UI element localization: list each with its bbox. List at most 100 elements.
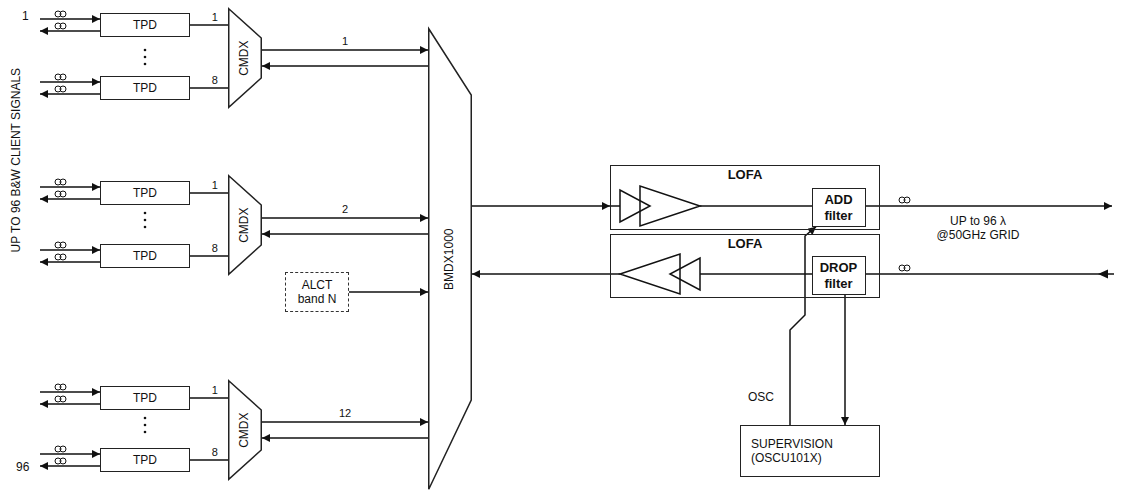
line-fiber <box>862 205 1112 207</box>
fiber-symbol <box>55 242 66 248</box>
fiber-symbol <box>55 191 66 197</box>
channel-mux: CMDX <box>228 8 262 108</box>
port-number: 1 <box>211 11 219 23</box>
port-number: 1 <box>341 35 349 47</box>
client-fiber-lines <box>40 198 100 200</box>
supervision-box: SUPERVISION (OSCU101X) <box>740 425 880 477</box>
client-fiber-lines <box>40 249 100 251</box>
node-text: TPD <box>133 249 157 263</box>
edge-label: 1 <box>211 175 219 193</box>
edge-label: 8 <box>211 238 219 256</box>
node-text: TPD <box>133 391 157 405</box>
fiber-symbol <box>55 11 910 464</box>
client-fiber-lines <box>40 186 100 188</box>
amplifier-unit: LOFADROP filter <box>610 234 880 298</box>
edge-label: 1 <box>341 31 349 49</box>
optional-box: ALCT band N <box>285 272 349 312</box>
client-fiber-lines <box>40 391 100 393</box>
node-text: TPD <box>133 81 157 95</box>
channel-number: 96 <box>16 460 29 474</box>
ellipsis-dots <box>144 417 147 420</box>
internal-signal-line <box>610 206 812 274</box>
trapezoid-outline <box>229 176 262 275</box>
transponder-box: TPD <box>100 448 190 472</box>
transponder-box: TPD <box>100 244 190 268</box>
fiber-symbol <box>55 11 66 17</box>
connector-line <box>472 205 610 207</box>
filter-box: ADD filter <box>812 188 866 227</box>
trapezoid-outline <box>229 9 262 108</box>
fiber-symbol <box>55 74 66 80</box>
transponder-box: TPD <box>100 13 190 37</box>
connector-line <box>190 87 228 89</box>
internal-signal-line <box>610 273 620 275</box>
connector-line <box>262 49 428 51</box>
connector-line <box>262 233 428 235</box>
connector-line <box>190 24 228 26</box>
ellipsis-dots <box>144 431 147 434</box>
channel-mux: CMDX <box>228 175 262 275</box>
fiber-symbol <box>55 23 66 29</box>
band-mux: BMDX1000 <box>428 28 472 490</box>
client-fiber-lines <box>40 93 100 95</box>
connector-line <box>262 217 428 219</box>
connector-line <box>262 65 428 67</box>
ellipsis-dots <box>144 226 147 229</box>
node-text: SUPERVISION (OSCU101X) <box>751 437 851 466</box>
client-fiber-lines <box>40 19 100 466</box>
client-fiber-lines <box>40 403 100 405</box>
port-number: 1 <box>211 179 219 191</box>
edge-label: 8 <box>211 442 219 460</box>
filter-box: DROP filter <box>812 256 866 295</box>
client-fiber-lines <box>40 18 100 20</box>
amplifier-symbol <box>670 258 700 290</box>
connector-line <box>262 421 428 423</box>
edge-label: 12 <box>338 403 352 421</box>
channel-number: 1 <box>22 6 29 24</box>
side-label: UP TO 96 B&W CLIENT SIGNALS <box>0 60 32 260</box>
trapezoid-outline <box>429 29 472 490</box>
ellipsis-dots <box>144 56 147 59</box>
node-text: LOFA <box>728 167 763 183</box>
trapezoid-outline <box>229 381 262 480</box>
port-number: 8 <box>211 242 219 254</box>
port-number: 2 <box>341 203 349 215</box>
transponder-box: TPD <box>100 386 190 410</box>
fiber-symbol <box>55 446 66 452</box>
note-text: UP to 96 λ @50GHz GRID <box>926 214 1030 243</box>
port-number: 8 <box>211 446 219 458</box>
fiber-symbol <box>55 458 66 464</box>
channel-number: 1 <box>22 9 29 23</box>
fiber-symbol <box>55 384 66 390</box>
side-label: UP TO 96 B&W CLIENT SIGNALS <box>9 68 23 253</box>
edge-label: 8 <box>211 70 219 88</box>
line-fiber <box>862 273 1114 275</box>
fiber-symbol <box>55 179 66 185</box>
node-text: TPD <box>133 453 157 467</box>
fiber-symbol <box>899 197 910 203</box>
edge-label: 1 <box>211 380 219 398</box>
transponder-box: TPD <box>100 181 190 205</box>
ellipsis-dots <box>144 219 147 222</box>
line-fiber <box>862 206 1114 274</box>
transponder-box: TPD <box>100 76 190 100</box>
ellipsis-dots <box>144 424 147 427</box>
edge-label: 2 <box>341 199 349 217</box>
connector-line <box>472 273 610 275</box>
node-text: ALCT band N <box>288 278 346 307</box>
connector-line <box>262 437 428 439</box>
fiber-symbol <box>55 396 66 402</box>
signal-name: OSC <box>748 387 774 405</box>
client-fiber-lines <box>40 465 100 467</box>
connector-line <box>190 255 228 257</box>
internal-signal-line <box>610 205 620 207</box>
port-number: 8 <box>211 74 219 86</box>
connector-line <box>349 291 428 293</box>
connector-line <box>190 192 228 194</box>
note-text: UP to 96 λ @50GHz GRID <box>930 214 1026 243</box>
connector-line <box>844 295 846 425</box>
connector-line <box>190 397 228 399</box>
port-number: 12 <box>338 407 352 419</box>
